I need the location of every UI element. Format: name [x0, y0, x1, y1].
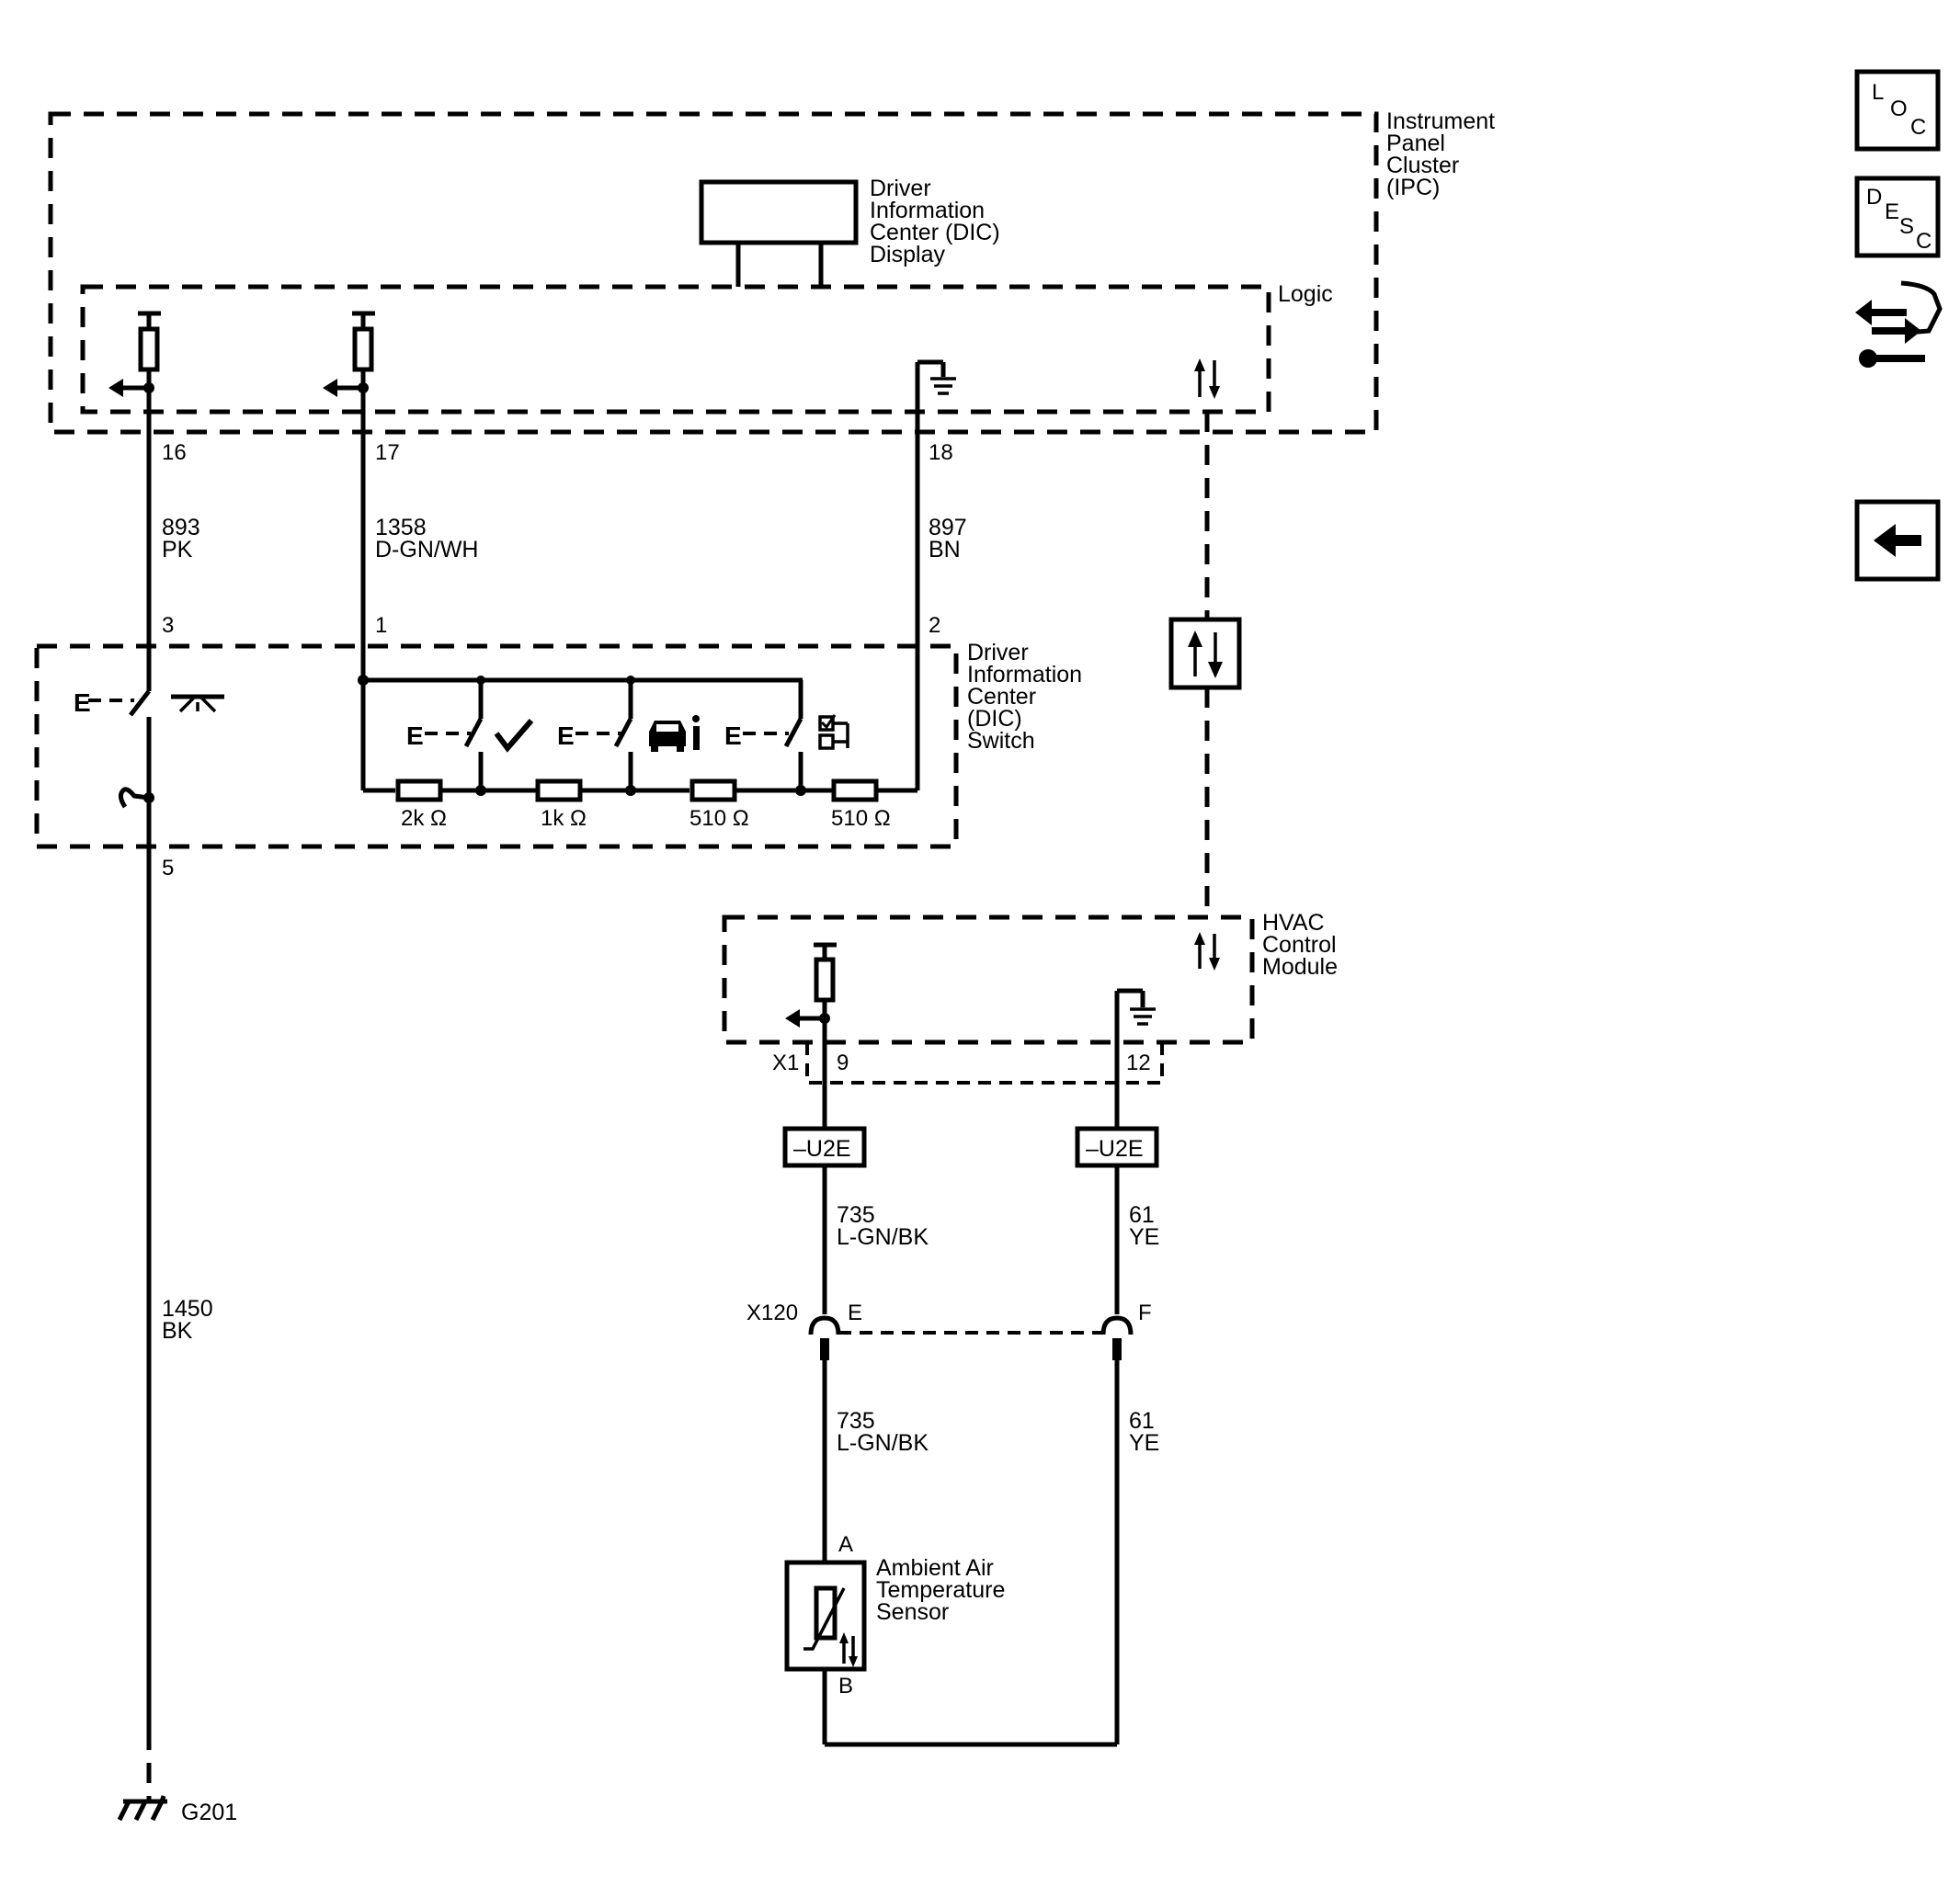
circuit-897: 897 BN: [929, 515, 974, 562]
loc-letter-o: O: [1890, 97, 1908, 121]
x120-pin-f: F: [1138, 1301, 1152, 1325]
thermistor-icon: [803, 1585, 858, 1667]
hvac-low-reference-ground-icon: [1117, 988, 1156, 1026]
circuit-61-lower: 61 YE: [1129, 1408, 1161, 1456]
ipc-module-label: Instrument Panel Cluster (IPC): [1386, 108, 1501, 200]
sensor-label: Ambient Air Temperature Sensor: [876, 1555, 1011, 1625]
dic-display-box: [699, 179, 859, 245]
switch-1-letter: E: [406, 721, 424, 750]
serial-data-arrows-icon: [1194, 358, 1220, 399]
switch-pin-2: 2: [929, 613, 940, 638]
circuit-735-upper: 735 L-GN/BK: [837, 1202, 929, 1250]
loc-letter-l: L: [1872, 80, 1884, 105]
desc-letter-e: E: [1885, 199, 1899, 224]
option-u2e-right: [1075, 1126, 1159, 1168]
circuit-1450: 1450 BK: [162, 1296, 220, 1344]
option-u2e-left-label: –U2E: [793, 1136, 851, 1162]
vehicle-info-icon: [649, 715, 700, 752]
logic-label: Logic: [1278, 281, 1333, 307]
trip-odometer-switch: [88, 680, 152, 735]
hvac-pin-12: 12: [1126, 1051, 1151, 1075]
hvac-pullup-resistor: [785, 942, 837, 1028]
switch-pin-5: 5: [162, 856, 174, 881]
switch-actuator-letter: E: [74, 688, 91, 717]
serial-data-box-arrows-icon: [1188, 631, 1223, 678]
pullup-resistor-17: [323, 311, 375, 397]
desc-button[interactable]: D E S C: [1854, 176, 1941, 258]
hvac-pin-9: 9: [837, 1051, 849, 1075]
resistor-2k-label: 2k Ω: [401, 806, 447, 831]
back-arrow-icon[interactable]: [1854, 499, 1941, 582]
switch-vehicle-info: [575, 680, 633, 790]
switch-customization: [743, 680, 803, 790]
checkmark-icon: [494, 719, 534, 753]
connector-end-view-icon[interactable]: [1855, 280, 1943, 368]
low-reference-ground-icon: [915, 359, 956, 605]
switch-pin-3: 3: [162, 613, 174, 638]
dic-display-label: Driver Information Center (DIC) Display: [870, 176, 1007, 267]
x120-pin-e: E: [848, 1301, 862, 1325]
sensor-pin-b: B: [838, 1674, 853, 1699]
switch-3-letter: E: [724, 721, 742, 750]
desc-letter-d: D: [1866, 185, 1882, 210]
dic-switch-label: Driver Information Center (DIC) Switch: [967, 640, 1088, 754]
serial-data-box: [1168, 617, 1242, 690]
resistor-ladder: [358, 605, 920, 802]
switch-2-letter: E: [557, 721, 575, 750]
resistor-510b-label: 510 Ω: [831, 806, 891, 831]
hvac-module-boundary: [722, 915, 1255, 1045]
circuit-61-upper: 61 YE: [1129, 1202, 1161, 1250]
x1-connector-boundary: [805, 1042, 1164, 1085]
circuit-735-lower: 735 L-GN/BK: [837, 1408, 929, 1456]
pin-18: 18: [929, 440, 953, 465]
pin-17: 17: [375, 440, 400, 465]
road-icon: [171, 694, 224, 713]
hvac-serial-arrows-icon: [1194, 932, 1220, 971]
circuit-1358: 1358 D-GN/WH: [375, 515, 478, 562]
loc-letter-c: C: [1910, 115, 1926, 140]
resistor-510a-label: 510 Ω: [689, 806, 749, 831]
dic-switch-boundary: [34, 643, 959, 849]
desc-letter-c: C: [1916, 229, 1932, 254]
loc-button[interactable]: L O C: [1854, 69, 1941, 152]
logic-boundary: [80, 284, 1271, 415]
chassis-ground-icon: [117, 1795, 167, 1822]
hvac-module-label: HVAC Control Module: [1262, 910, 1343, 980]
switch-pin-1: 1: [375, 613, 387, 638]
resistor-1k-label: 1k Ω: [541, 806, 587, 831]
pin-16: 16: [162, 440, 187, 465]
sensor-pin-a: A: [838, 1532, 853, 1557]
ground-contact: [118, 735, 154, 864]
option-u2e-right-label: –U2E: [1086, 1136, 1144, 1162]
x120-inline-connector: [808, 1315, 1134, 1360]
desc-letter-s: S: [1899, 214, 1914, 239]
circuit-893: 893 PK: [162, 515, 207, 562]
ipc-module-boundary: [48, 111, 1379, 435]
switch-set-reset: [425, 680, 484, 790]
pullup-resistor-16: [108, 311, 161, 397]
x120-connector: X120: [746, 1301, 798, 1325]
ground-g201: G201: [181, 1800, 237, 1825]
x1-connector: X1: [772, 1051, 799, 1075]
customization-checklist-icon: [818, 714, 849, 750]
